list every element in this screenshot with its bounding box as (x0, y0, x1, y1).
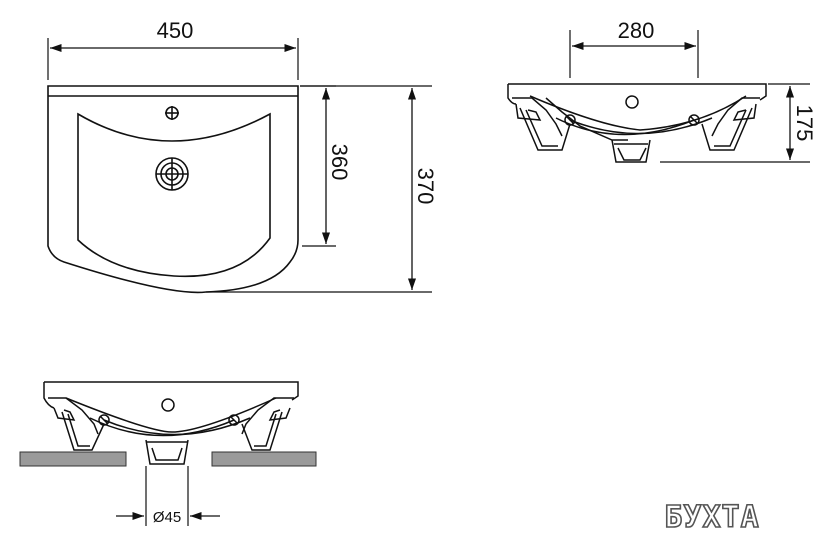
installed-view (19, 381, 317, 526)
installed-tap-hole-icon (161, 398, 175, 412)
installed-right-bolt-icon (228, 414, 240, 426)
side-view (507, 30, 810, 163)
side-drain (611, 139, 651, 163)
installed-rim (44, 381, 299, 401)
counter-left (19, 451, 127, 467)
dim-label-370: 370 (413, 168, 438, 205)
dim-label-360: 360 (327, 144, 352, 181)
side-rim (508, 83, 767, 101)
brand-watermark-logo: БУХТА (664, 500, 759, 535)
installed-drain (145, 439, 189, 465)
basin-outer-outline (47, 85, 299, 294)
installed-left-bolt-icon (98, 414, 110, 426)
drain-icon (155, 157, 189, 191)
side-tap-hole-icon (625, 95, 639, 109)
dim-label-280: 280 (618, 18, 655, 43)
dim-label-175: 175 (792, 105, 817, 142)
basin-bowl-outline (77, 112, 271, 278)
top-view (47, 38, 432, 294)
dim-label-drain: Ø45 (153, 509, 181, 526)
counter-right (211, 451, 317, 467)
dim-label-450: 450 (157, 18, 194, 43)
tap-hole-icon (165, 106, 179, 120)
